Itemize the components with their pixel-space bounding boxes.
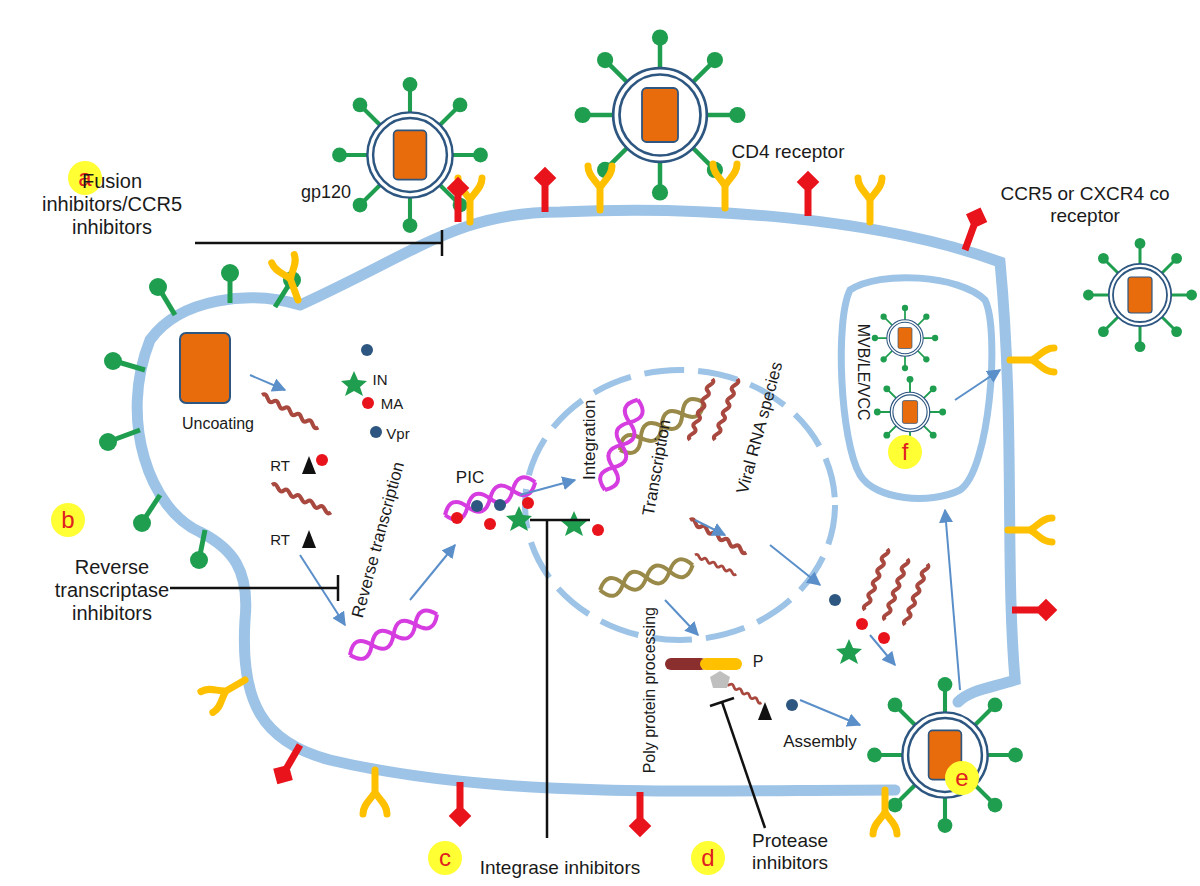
part-label: Viral RNA species — [733, 360, 787, 496]
step-label: Reverse transcription — [348, 460, 408, 620]
step-marker: b — [51, 503, 85, 537]
step-letter: e — [955, 766, 968, 790]
protein-label: RT — [270, 457, 290, 474]
step-label: Assembly — [783, 732, 857, 752]
protein-label: IN — [373, 371, 388, 388]
compartment-label: MVB/LE/VCC — [853, 324, 871, 421]
step-marker: e — [945, 761, 979, 795]
protein-label: MA — [381, 395, 404, 412]
part-label: PIC — [456, 468, 484, 488]
part-label: CCR5 or CXCR4 co receptor — [998, 183, 1173, 227]
step-marker: d — [691, 841, 725, 875]
drug-class-label: Protease inhibitors — [735, 830, 845, 874]
step-letter: d — [701, 846, 714, 870]
step-marker: f — [888, 435, 922, 469]
step-label: Uncoating — [182, 415, 254, 433]
step-label: Integration — [580, 400, 600, 480]
step-letter: b — [61, 508, 74, 532]
step-letter: f — [902, 440, 909, 464]
part-label: gp120 — [301, 182, 351, 203]
protein-label: Vpr — [386, 425, 409, 442]
protein-label: RT — [270, 531, 290, 548]
step-label: Poly protein processing — [641, 607, 659, 773]
drug-class-label: Fusion inhibitors/CCR5 inhibitors — [30, 170, 195, 239]
drug-class-label: Integrase inhibitors — [480, 857, 641, 879]
step-label: Transcription — [639, 418, 675, 518]
part-label: P — [753, 653, 764, 671]
step-letter: c — [439, 846, 451, 870]
part-label: CD4 receptor — [732, 141, 845, 163]
drug-class-label: Reverse transcriptase inhibitors — [37, 556, 187, 625]
step-marker: c — [428, 841, 462, 875]
